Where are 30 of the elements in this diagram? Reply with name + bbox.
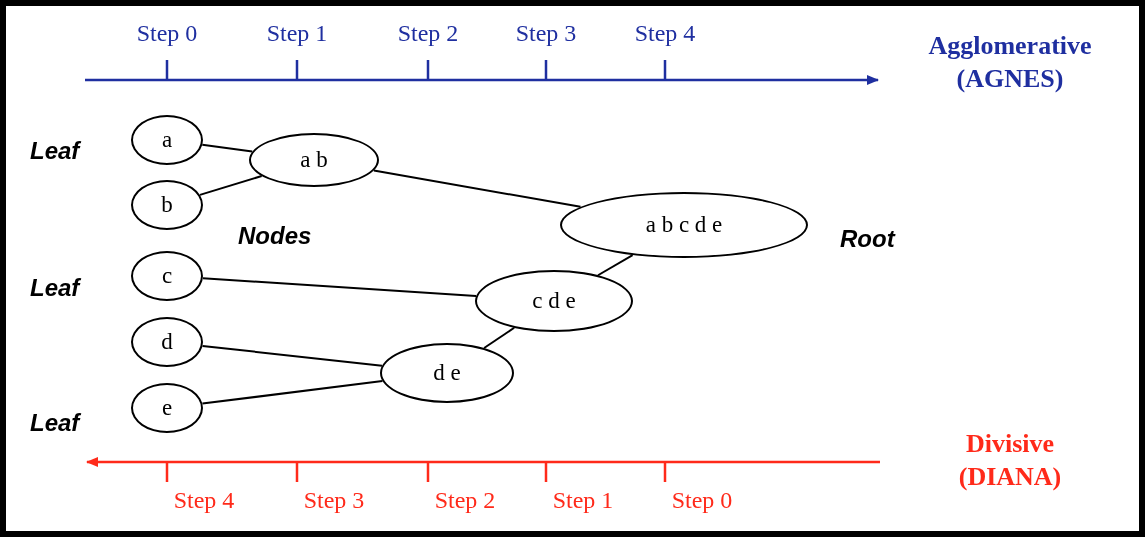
connector-line: [372, 169, 582, 208]
connector-line: [483, 326, 516, 349]
node-label: b: [161, 192, 173, 218]
step-label: Step 0: [136, 20, 198, 47]
node-label: a b c d e: [645, 212, 723, 238]
step-label: Step 3: [515, 20, 577, 47]
annotation-label: Nodes: [238, 222, 312, 250]
node-label: c d e: [532, 288, 576, 314]
connector-line: [201, 344, 383, 367]
node-label: a b: [300, 147, 328, 173]
annotation-label: Leaf: [30, 137, 80, 165]
step-label: Step 4: [173, 487, 235, 514]
step-label: Step 1: [266, 20, 328, 47]
step-label: Step 0: [671, 487, 733, 514]
annotation-label: Root: [840, 225, 895, 253]
annotation-label: Leaf: [30, 274, 80, 302]
node-label: e: [161, 395, 173, 421]
node-label: d: [161, 329, 173, 355]
annotation-label: Leaf: [30, 409, 80, 437]
method-title: Divisive (DIANA): [957, 428, 1063, 493]
step-label: Step 2: [434, 487, 496, 514]
connector-line: [201, 277, 478, 297]
step-label: Step 3: [303, 487, 365, 514]
step-label: Step 4: [634, 20, 696, 47]
step-label: Step 1: [552, 487, 614, 514]
node-label: a: [161, 127, 173, 153]
method-title: Agglomerative (AGNES): [927, 30, 1093, 95]
step-label: Step 2: [397, 20, 459, 47]
node-label: d e: [433, 360, 461, 386]
node-label: c: [161, 263, 173, 289]
